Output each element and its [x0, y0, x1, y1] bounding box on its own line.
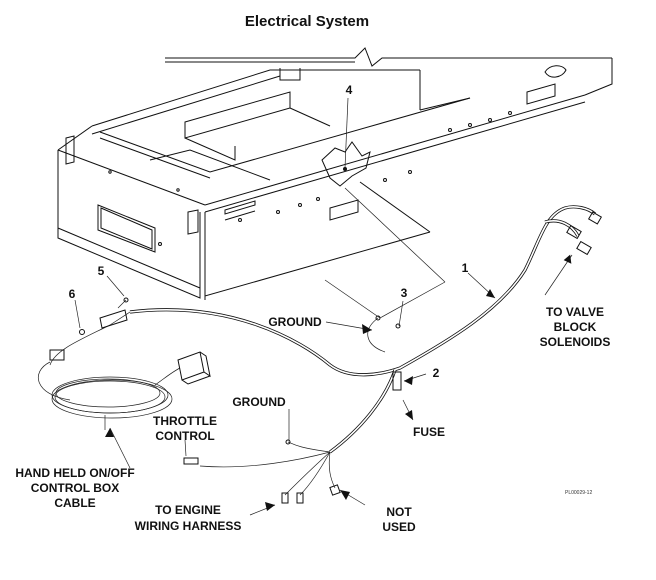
callout-2: 2: [433, 366, 440, 380]
label-to-engine-wiring-harness: TO ENGINE WIRING HARNESS: [135, 503, 242, 533]
callout-6: 6: [69, 287, 76, 301]
label-throttle-control: THROTTLE CONTROL: [153, 414, 217, 443]
svg-text:TO ENGINE: TO ENGINE: [155, 503, 221, 517]
svg-text:NOT: NOT: [386, 505, 412, 519]
diagram-title: Electrical System: [245, 13, 369, 30]
svg-text:BLOCK: BLOCK: [554, 320, 597, 334]
upper-ground-wire: [324, 187, 446, 353]
label-not-used: NOT USED: [382, 505, 416, 534]
hand-held-control-cable: [37, 297, 211, 430]
label-to-valve-block-solenoids: TO VALVE BLOCK SOLENOIDS: [540, 305, 611, 349]
svg-text:CABLE: CABLE: [54, 496, 95, 510]
leader-lines: [74, 97, 573, 516]
main-harness-cable: [129, 205, 603, 377]
svg-text:THROTTLE: THROTTLE: [153, 414, 217, 428]
svg-text:WIRING HARNESS: WIRING HARNESS: [135, 519, 242, 533]
label-fuse: FUSE: [413, 425, 445, 439]
svg-text:CONTROL: CONTROL: [155, 429, 214, 443]
svg-text:CONTROL BOX: CONTROL BOX: [31, 481, 119, 495]
callout-4: 4: [346, 83, 353, 97]
svg-text:TO VALVE: TO VALVE: [546, 305, 604, 319]
svg-text:SOLENOIDS: SOLENOIDS: [540, 335, 611, 349]
label-hand-held-control-box-cable: HAND HELD ON/OFF CONTROL BOX CABLE: [15, 466, 134, 510]
svg-text:HAND HELD ON/OFF: HAND HELD ON/OFF: [15, 466, 134, 480]
label-ground-lower: GROUND: [232, 395, 286, 409]
chassis-frame: [57, 47, 613, 300]
part-code: PL00029-12: [565, 490, 592, 496]
callout-5: 5: [98, 264, 105, 278]
svg-text:USED: USED: [382, 520, 416, 534]
callout-1: 1: [462, 261, 469, 275]
engine-harness-branch: [183, 369, 402, 504]
callout-3: 3: [401, 286, 408, 300]
label-ground-upper: GROUND: [268, 315, 322, 329]
